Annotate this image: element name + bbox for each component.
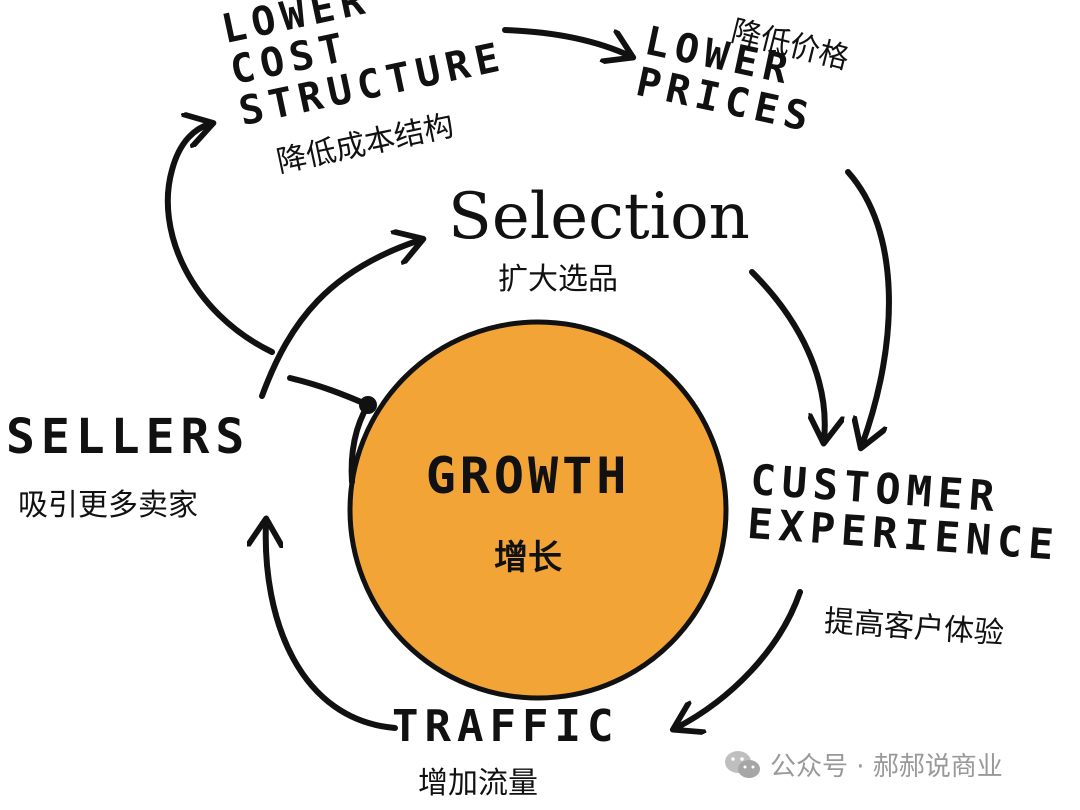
connector-to-growth [287, 375, 371, 408]
arrow-traffic-to-sellers [266, 522, 398, 731]
selection-label: Selection [448, 180, 750, 254]
watermark-text: 公众号 · 郝郝说商业 [770, 752, 1003, 782]
selection-zh: 扩大选品 [498, 262, 618, 297]
arrow-sellers-to-cost-structure [164, 124, 275, 355]
traffic-label: TRAFFIC [392, 701, 620, 752]
growth-circle [347, 319, 729, 701]
arrow-prices-to-customer [845, 169, 892, 445]
growth-title: GROWTH [425, 447, 631, 505]
arrow-cost-to-prices [502, 27, 630, 56]
arrow-customer-to-traffic [676, 589, 803, 728]
wechat-icon [725, 750, 760, 778]
arrow-selection-to-customer [749, 269, 825, 440]
sellers-zh: 吸引更多卖家 [18, 488, 198, 523]
sellers-label: SELLERS [6, 409, 251, 465]
traffic-zh: 增加流量 [418, 766, 538, 801]
watermark: 公众号 · 郝郝说商业 [724, 746, 1003, 783]
growth-title-zh: 增长 [494, 538, 562, 578]
connector-dot [359, 396, 377, 414]
arrow-sellers-to-selection [259, 240, 420, 399]
